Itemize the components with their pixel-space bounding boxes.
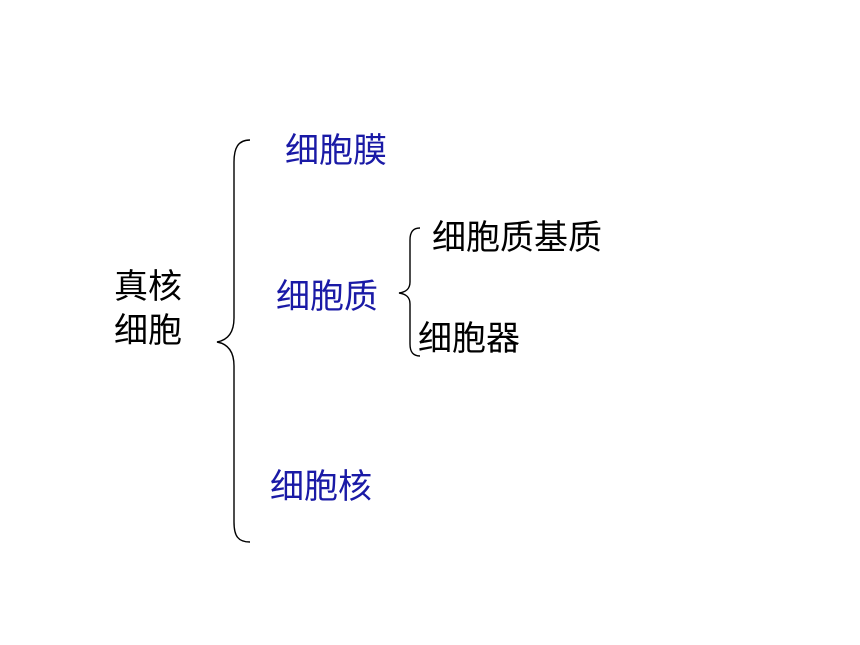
leaf-organelles: 细胞器 bbox=[418, 319, 520, 359]
root-label-line-2: 细胞 bbox=[114, 311, 182, 351]
branch-nucleus: 细胞核 bbox=[270, 467, 372, 507]
main-brace bbox=[216, 139, 251, 543]
root-label-eukaryotic-cell: 真核 细胞 bbox=[114, 265, 194, 353]
branch-cell-membrane: 细胞膜 bbox=[285, 131, 387, 171]
leaf-cytoplasmic-matrix: 细胞质基质 bbox=[432, 218, 602, 258]
root-label-line-1: 真核 bbox=[114, 267, 182, 307]
branch-cytoplasm: 细胞质 bbox=[276, 277, 378, 317]
cytoplasm-brace bbox=[398, 227, 421, 357]
